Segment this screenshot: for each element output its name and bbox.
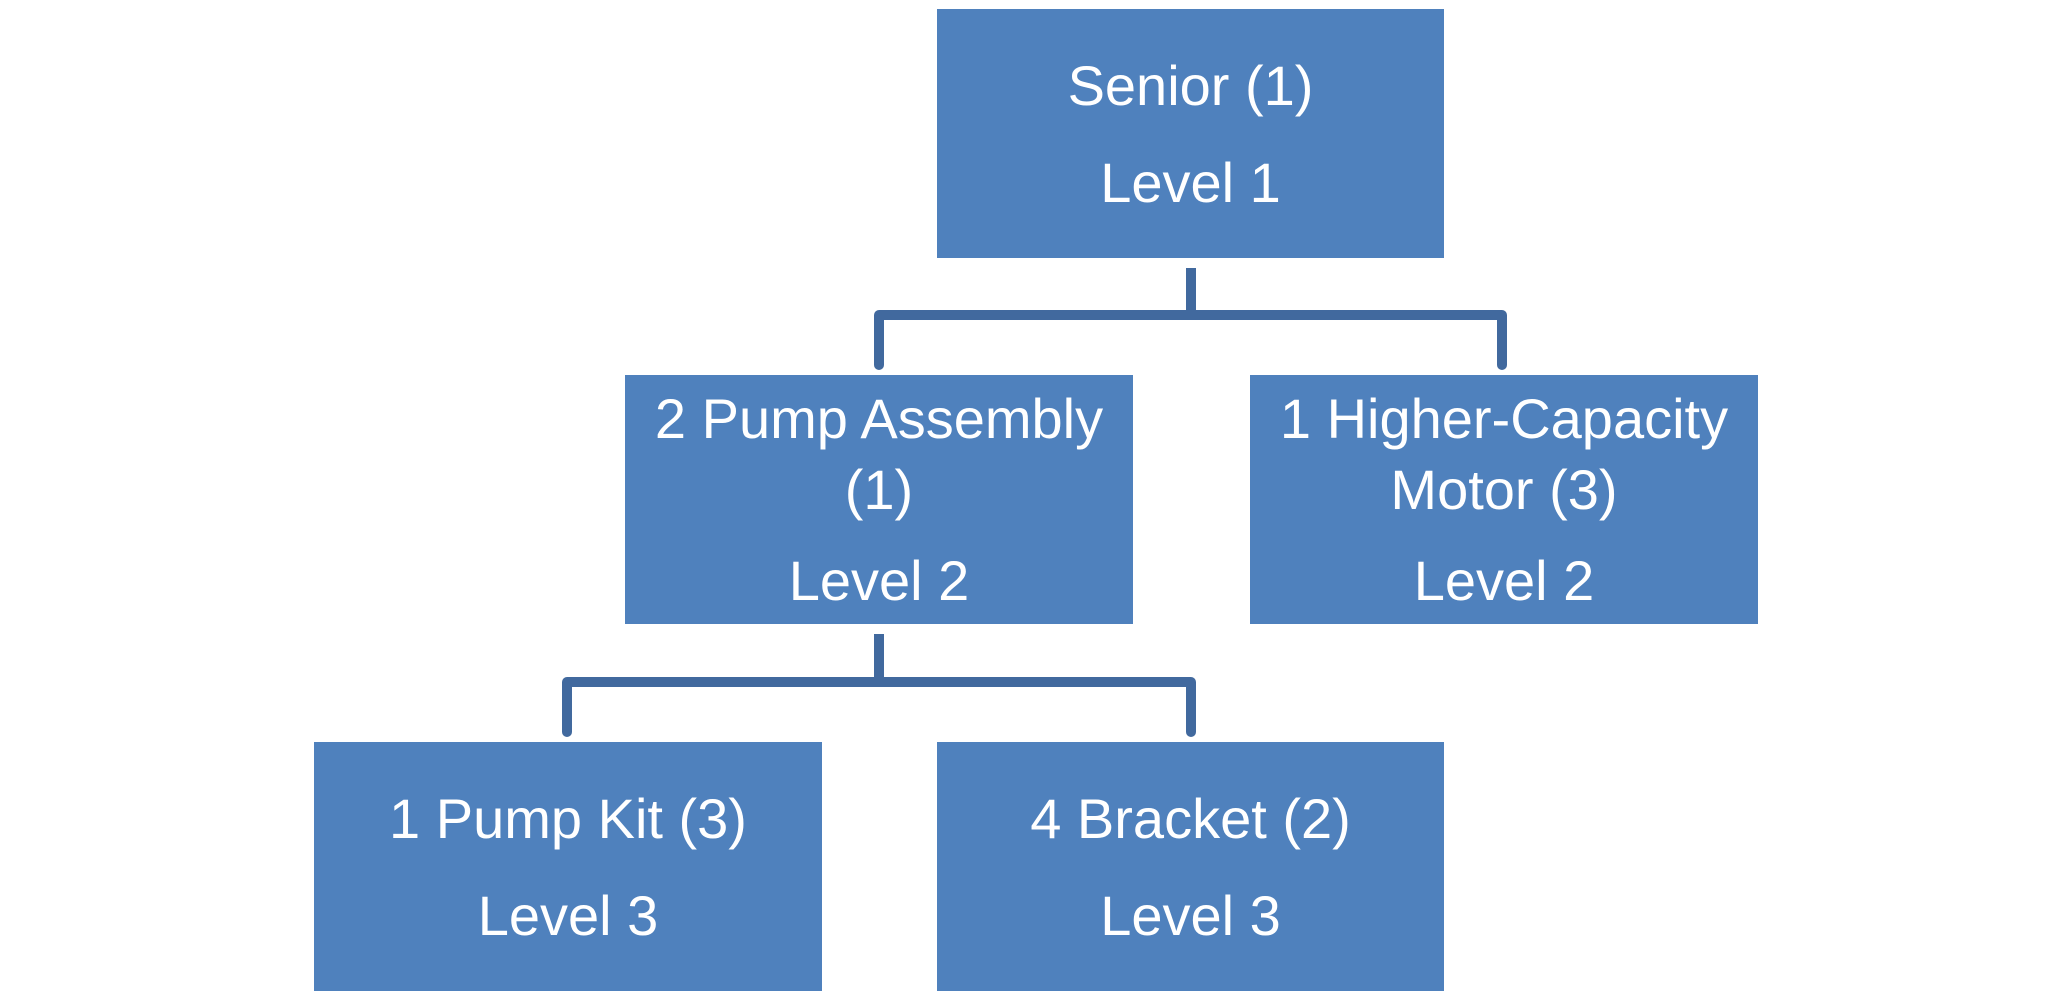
connector-pump-assembly-branch — [562, 677, 1196, 737]
node-bracket-name: 4 Bracket (2) — [1030, 786, 1351, 850]
node-higher-capacity-motor-name: 1 Higher-Capacity Motor (3) — [1279, 387, 1729, 521]
node-higher-capacity-motor: 1 Higher-Capacity Motor (3) Level 2 — [1250, 375, 1758, 624]
node-pump-kit-level: Level 3 — [477, 883, 659, 947]
node-pump-kit-name: 1 Pump Kit (3) — [389, 786, 747, 850]
node-pump-assembly: 2 Pump Assembly (1) Level 2 — [625, 375, 1133, 624]
node-senior-name: Senior (1) — [1067, 53, 1314, 117]
node-senior: Senior (1) Level 1 — [937, 9, 1444, 258]
node-pump-assembly-level: Level 2 — [788, 549, 970, 612]
node-pump-assembly-name: 2 Pump Assembly (1) — [654, 387, 1104, 521]
node-pump-kit: 1 Pump Kit (3) Level 3 — [314, 742, 822, 991]
connector-root-branch — [874, 310, 1507, 370]
node-bracket-level: Level 3 — [1100, 883, 1281, 947]
node-senior-level: Level 1 — [1100, 150, 1281, 214]
node-higher-capacity-motor-level: Level 2 — [1413, 549, 1595, 612]
node-bracket: 4 Bracket (2) Level 3 — [937, 742, 1444, 991]
